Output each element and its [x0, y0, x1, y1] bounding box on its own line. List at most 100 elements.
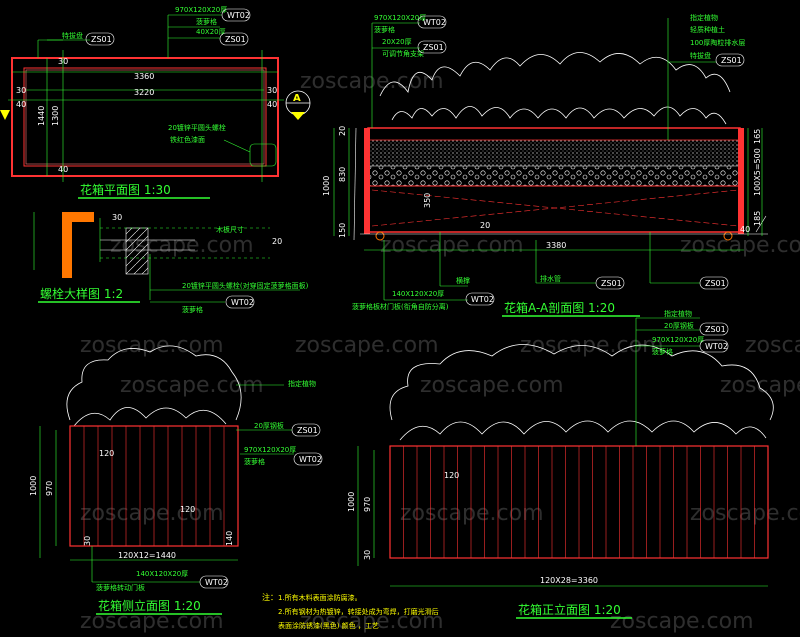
- drawing-notes: 注： 1.所有木料表面涂防腐漆。 2.所有钢材为热镀锌，转接处成为弯焊，打磨光滑…: [262, 592, 439, 630]
- side-note: 菠萝格: [244, 457, 265, 466]
- tag-zs01: [85, 32, 115, 46]
- side-dim: 120: [180, 505, 195, 514]
- front-note: 指定植物: [664, 309, 692, 318]
- section-dim: 185: [753, 211, 762, 226]
- bolt-note: 20镀锌平圆头螺栓(对穿固定菠萝格面板): [182, 281, 309, 290]
- tag-zs01: [595, 276, 625, 290]
- wood-section: [62, 212, 72, 278]
- section-note: 轻质种植土: [690, 25, 725, 34]
- plan-dim: 40: [58, 165, 68, 174]
- tag-wt02: [225, 295, 255, 309]
- side-dim: 120: [99, 449, 114, 458]
- tag-zs01: [699, 276, 729, 290]
- watermark: zoscape.com: [80, 333, 224, 358]
- front-dim: 120: [444, 471, 459, 480]
- plan-note: 40X20厚: [196, 28, 226, 36]
- tag-label: WT02: [231, 298, 254, 307]
- plant-canopy: [379, 52, 731, 125]
- section-note: 100厚陶粒排水层: [690, 38, 745, 47]
- bolt-dim: 20: [272, 237, 282, 246]
- plan-dim: 30: [267, 86, 277, 95]
- watermark: zoscape.com: [380, 233, 524, 258]
- tag-wt02: [199, 575, 229, 589]
- section-right-post: [738, 128, 744, 234]
- section-marker-arrow: [291, 112, 305, 120]
- tag-wt02: [221, 8, 251, 22]
- plan-inner-frame-2: [25, 69, 265, 165]
- wheel: [375, 231, 385, 241]
- plan-title: 花箱平面图 1:30: [80, 182, 171, 197]
- bolt-note: 菠萝格: [182, 305, 203, 314]
- notes-line: 表面涂防锈漆(黑色) 颜色 ，工艺: [278, 621, 379, 630]
- section-dim: 1000: [322, 176, 331, 196]
- tag-wt02: [293, 452, 323, 466]
- side-dim: 140: [225, 531, 234, 546]
- wheel: [723, 231, 733, 241]
- plan-dim-inner-width: 1300: [51, 106, 60, 126]
- front-title: 花箱正立面图 1:20: [518, 602, 621, 617]
- bolt-dim: 30: [112, 213, 122, 222]
- plan-note: 菠萝格: [196, 17, 217, 26]
- plan-outer-frame: [11, 57, 279, 177]
- gravel-layer: [370, 166, 738, 186]
- tag-wt02: [465, 292, 495, 306]
- tag-label: ZS01: [601, 279, 622, 288]
- plan-note: 970X120X20厚: [175, 6, 227, 14]
- section-note: 排水管: [540, 274, 561, 283]
- watermarks: zoscape.com zoscape.com zoscape.com zosc…: [80, 69, 800, 634]
- front-dim: 30: [363, 550, 372, 560]
- tag-wt02: [699, 339, 729, 353]
- tag-zs01: [219, 32, 249, 46]
- side-dim: 30: [83, 536, 92, 546]
- tag-wt02: [417, 15, 447, 29]
- front-note: 20厚钢板: [664, 321, 694, 330]
- watermark: zoscape.com: [80, 501, 224, 526]
- side-dim-total: 120X12=1440: [118, 551, 176, 560]
- notes-line: 1.所有木料表面涂防腐漆。: [278, 593, 362, 602]
- front-note: 970X120X20厚: [652, 336, 704, 344]
- side-note: 20厚钢板: [254, 421, 284, 430]
- front-elevation: 1000 970 120 30 120X28=3360 指定植物 20厚钢板 Z…: [347, 309, 774, 619]
- front-slats: [403, 446, 755, 558]
- watermark: zoscape.com: [120, 373, 264, 398]
- plan-dim-length: 3360: [134, 72, 154, 81]
- section-note: 指定植物: [690, 13, 718, 22]
- bolt-title: 螺栓大样图 1:2: [40, 286, 123, 301]
- front-dim: 1000: [347, 492, 356, 512]
- plan-dim: 40: [267, 100, 277, 109]
- section-note: 菠萝格板材门板(衔角自防分离): [352, 302, 449, 311]
- section-dim: 350: [423, 193, 432, 208]
- tag-label: ZS01: [225, 35, 246, 44]
- side-elevation: 1000 970 120 120 140 30 120X12=1440 指定植物…: [29, 345, 323, 615]
- side-dim: 970: [45, 481, 54, 496]
- tag-label: ZS01: [705, 279, 726, 288]
- section-dim: 830: [338, 167, 347, 182]
- section-note: 横撑: [456, 276, 470, 285]
- bolt-detail: 30 20 木板尺寸 20镀锌平圆头螺栓(对穿固定菠萝格面板) 菠萝格 WT02…: [33, 212, 309, 314]
- side-slats: [83, 426, 225, 546]
- section-dim: 165: [753, 129, 762, 144]
- section-dim: 20: [480, 221, 490, 230]
- watermark: zoscape.com: [610, 609, 754, 634]
- side-note: 菠萝格转动门板: [96, 583, 145, 592]
- tag-label: WT02: [705, 342, 728, 351]
- watermark: zoscape.com: [400, 501, 544, 526]
- plan-note: 20镀锌平圆头螺栓: [168, 123, 226, 132]
- plan-detail-box: [249, 143, 277, 167]
- soil-layer: [370, 140, 738, 166]
- section-left-post: [364, 128, 370, 234]
- front-plant-canopy: [389, 344, 774, 421]
- notes-line: 2.所有钢材为热镀锌，转接处成为弯焊，打磨光滑后: [278, 607, 439, 616]
- plan-inner-frame: [23, 67, 267, 167]
- watermark: zoscape.com: [520, 333, 664, 358]
- section-note: 特拔盘: [690, 51, 711, 60]
- watermark: zoscape.com: [295, 333, 439, 358]
- watermark: zoscape.com: [690, 501, 800, 526]
- side-title: 花箱侧立面图 1:20: [98, 598, 201, 613]
- section-title: 花箱A-A剖面图 1:20: [504, 300, 615, 315]
- section-note: 140X120X20厚: [392, 290, 444, 298]
- tag-label: ZS01: [297, 426, 318, 435]
- side-dim: 1000: [29, 476, 38, 496]
- watermark: zoscape.com: [420, 373, 564, 398]
